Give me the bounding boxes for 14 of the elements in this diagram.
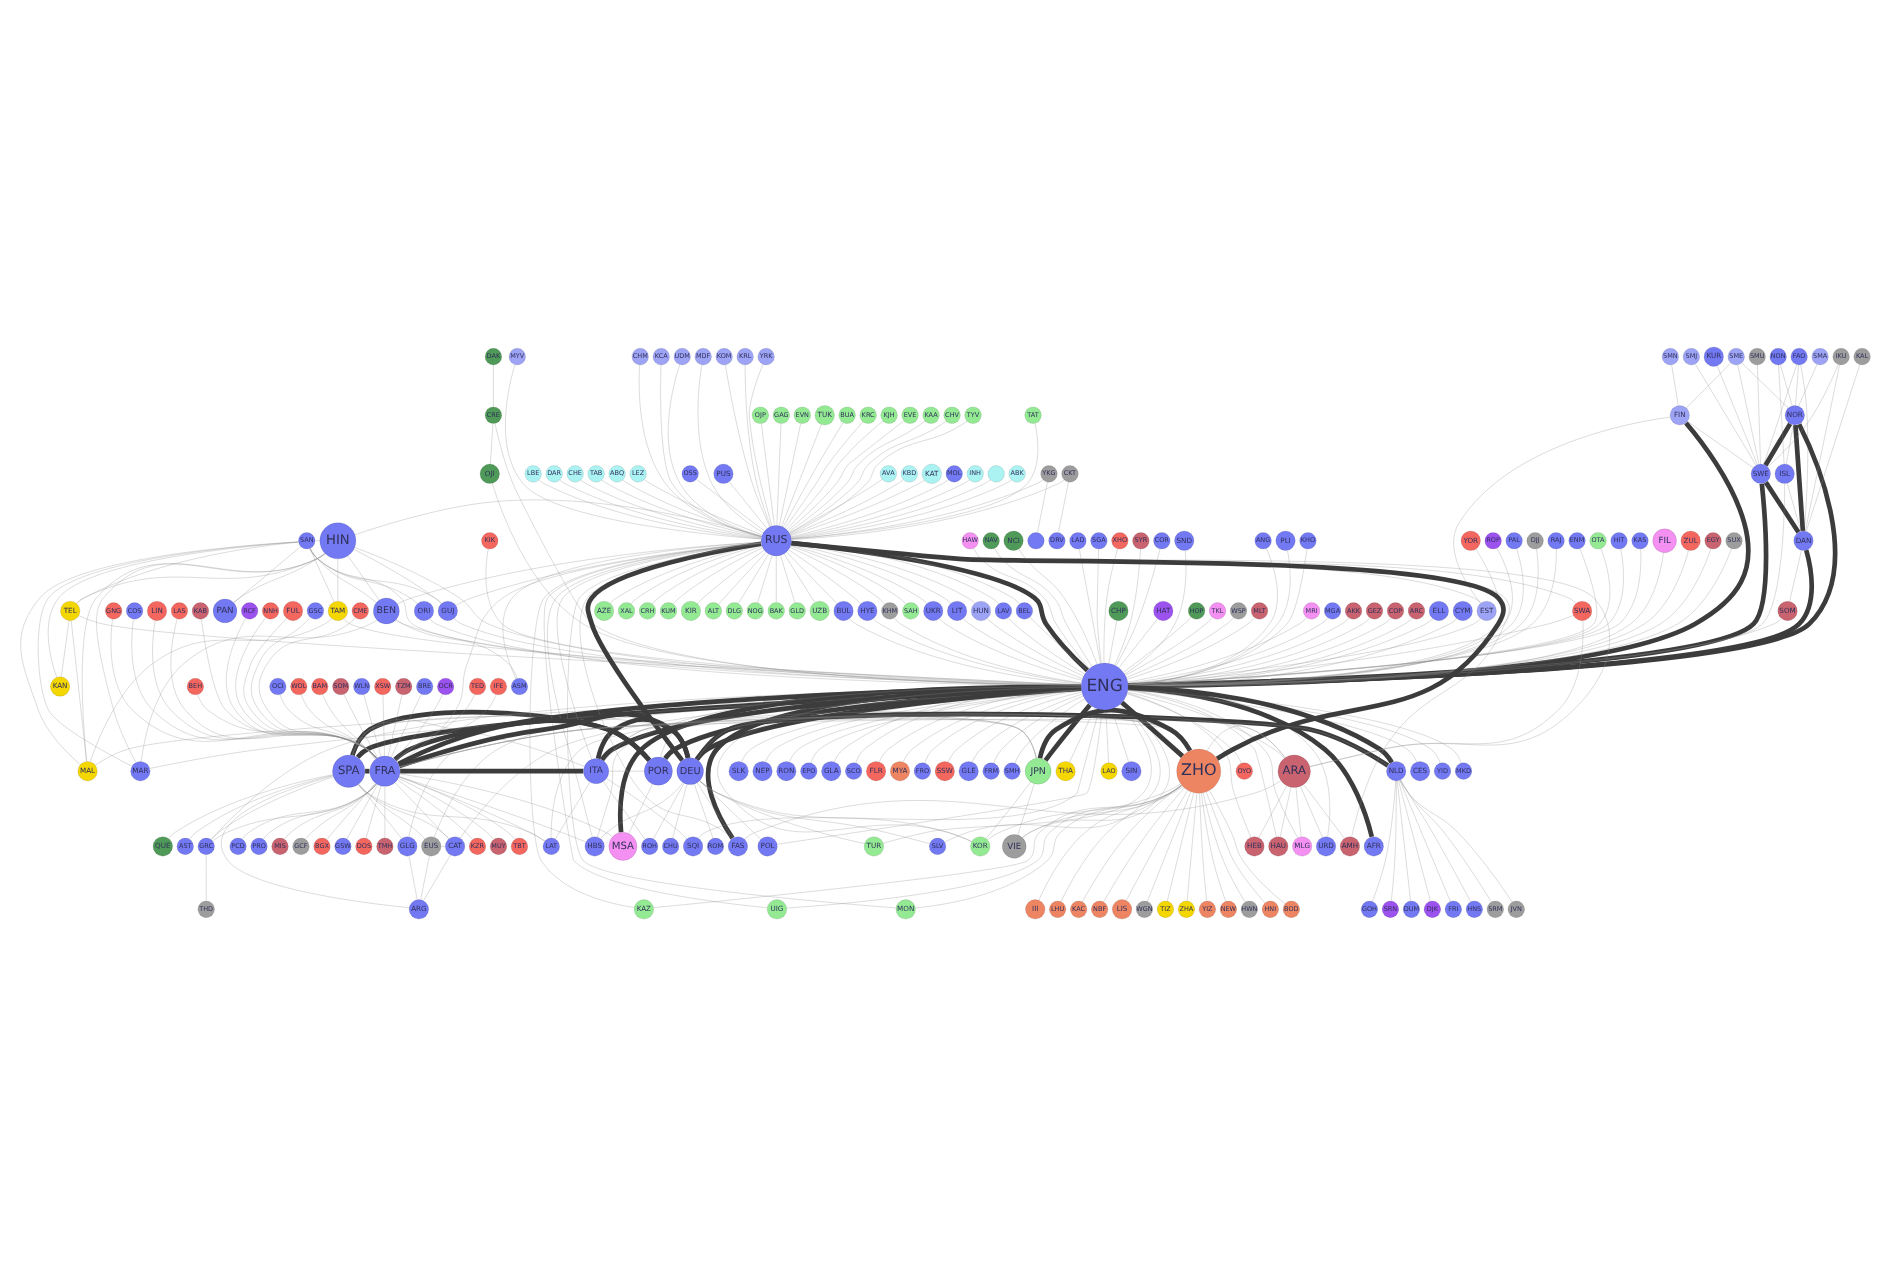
connector bbox=[221, 774, 410, 907]
connector bbox=[1120, 699, 1185, 757]
node-circle bbox=[987, 464, 1005, 482]
connector bbox=[1793, 423, 1806, 531]
node-circle bbox=[1027, 531, 1045, 549]
node-circle: ENG bbox=[1080, 661, 1129, 710]
connector bbox=[1453, 415, 1671, 603]
connector bbox=[1043, 702, 1092, 761]
connector bbox=[1209, 789, 1286, 903]
connector bbox=[398, 711, 691, 768]
connector bbox=[400, 767, 584, 773]
connector bbox=[397, 717, 652, 765]
connector bbox=[1037, 706, 1193, 758]
connector bbox=[1124, 549, 1187, 674]
